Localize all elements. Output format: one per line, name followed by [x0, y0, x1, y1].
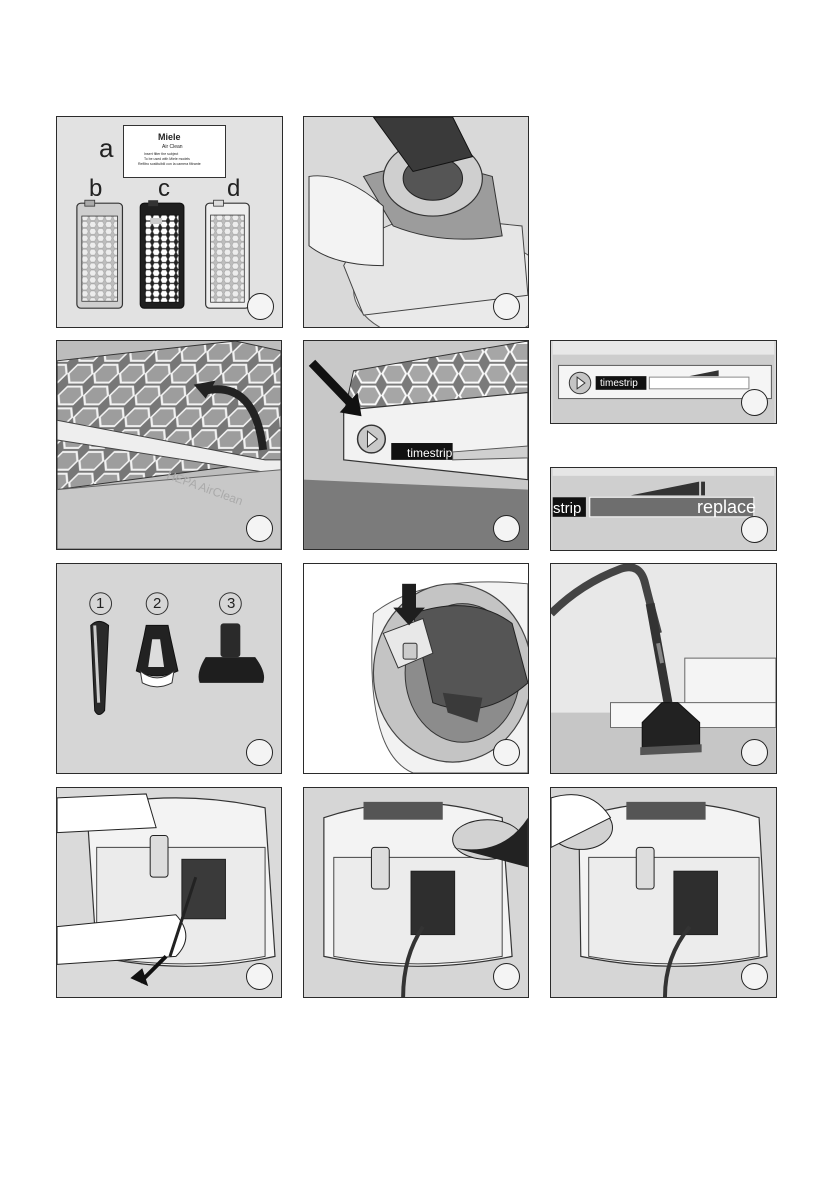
replace-label: replace — [697, 497, 756, 518]
cord-rewind-illustration — [551, 788, 776, 997]
step-circle — [493, 963, 520, 990]
panel-cord-press — [303, 787, 529, 998]
panel-accessories: 1 2 3 — [56, 563, 282, 774]
accessory-number-3: 3 — [227, 595, 235, 612]
filter-lift-illustration — [57, 341, 281, 549]
panel-cord-pull — [56, 787, 282, 998]
hose-release-illustration — [304, 564, 528, 773]
timestrip-brand-small: timestrip — [600, 378, 638, 389]
step-circle — [493, 293, 520, 320]
step-circle — [493, 739, 520, 766]
step-circle — [246, 963, 273, 990]
step-circle — [741, 516, 768, 543]
panel-lift-filter: HEPA AirClean — [56, 340, 282, 550]
cord-pull-illustration — [57, 788, 281, 997]
accessory-number-1: 1 — [96, 595, 104, 612]
panel-cord-rewind — [550, 787, 777, 998]
panel-remove-hose — [303, 116, 529, 328]
step-circle — [493, 515, 520, 542]
cord-press-illustration — [304, 788, 528, 997]
panel-hose-release — [303, 563, 529, 774]
timestrip-brand: timestrip — [407, 446, 452, 460]
timestrip-detail-illustration — [551, 341, 776, 423]
panel-timestrip-activate: timestrip — [303, 340, 529, 550]
panel-timestrip-replace: strip replace — [550, 467, 777, 551]
accessory-number-2: 2 — [153, 595, 161, 612]
panel-filter-types: a Miele Air Clean Insert filter the subj… — [56, 116, 283, 328]
step-circle — [741, 963, 768, 990]
step-circle — [247, 293, 274, 320]
timestrip-activate-illustration — [304, 341, 528, 549]
panel-timestrip-detail: timestrip — [550, 340, 777, 424]
hose-removal-illustration — [304, 117, 528, 327]
step-circle — [246, 739, 273, 766]
panel-vacuum-use — [550, 563, 777, 774]
vacuum-use-illustration — [551, 564, 776, 773]
replace-strip-text: strip — [553, 500, 581, 517]
step-circle — [741, 739, 768, 766]
accessories-illustration — [57, 564, 281, 773]
step-circle — [741, 389, 768, 416]
filter-illustrations — [57, 117, 282, 327]
step-circle — [246, 515, 273, 542]
